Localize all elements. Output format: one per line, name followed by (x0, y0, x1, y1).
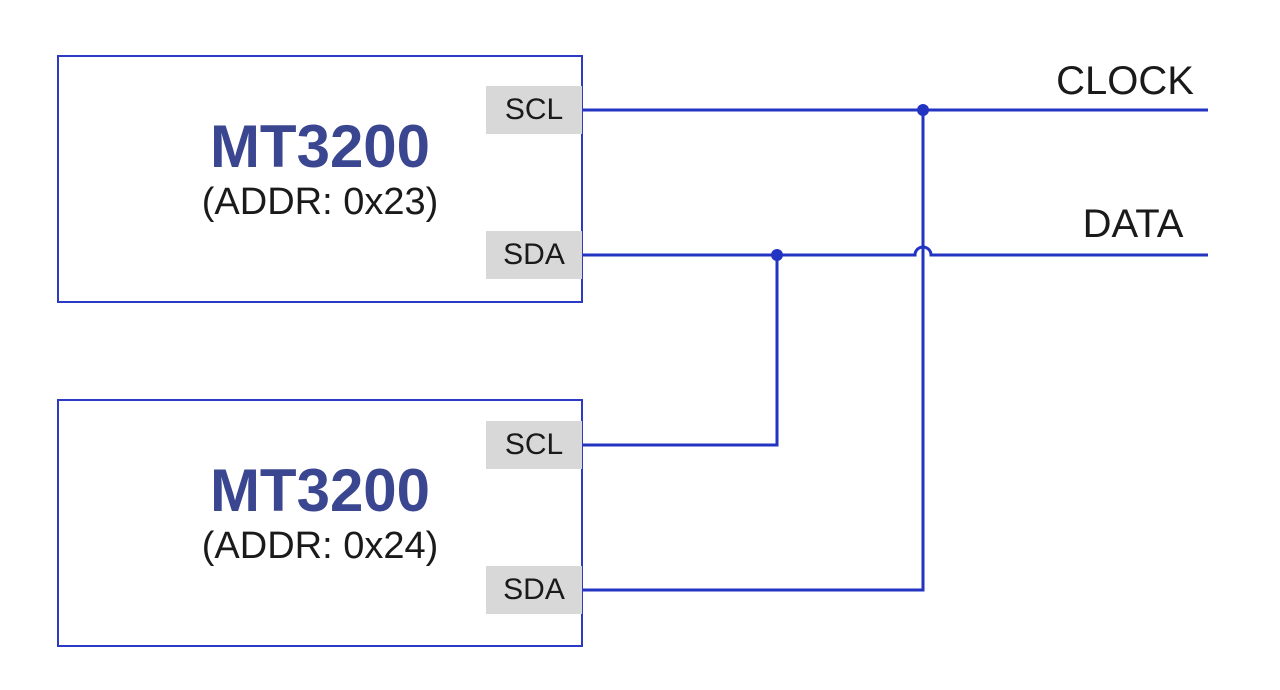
device-address-label: (ADDR: 0x24) (201, 525, 439, 567)
data-bus-line-with-hop (583, 245, 1208, 257)
clock-junction-dot (917, 104, 929, 116)
device-box-mt3200-0x23: MT3200 (ADDR: 0x23) SCL SDA (57, 55, 583, 303)
pin-sda: SDA (486, 230, 582, 279)
device2-sda-branch-wire (583, 110, 925, 592)
device-title: MT3200 (209, 113, 431, 180)
pin-scl: SCL (486, 420, 582, 469)
data-bus-label: DATA (1082, 202, 1184, 246)
pin-scl: SCL (486, 85, 582, 134)
device-box-mt3200-0x24: MT3200 (ADDR: 0x24) SCL SDA (57, 399, 583, 647)
data-junction-dot (771, 249, 783, 261)
device2-scl-branch-wire (583, 255, 779, 447)
device-text-block: MT3200 (ADDR: 0x24) (202, 460, 439, 570)
device-address-label: (ADDR: 0x23) (201, 181, 439, 223)
device-title: MT3200 (209, 457, 431, 524)
clock-bus-label: CLOCK (1056, 59, 1194, 103)
pin-sda: SDA (486, 565, 582, 614)
device-text-block: MT3200 (ADDR: 0x23) (202, 116, 439, 226)
